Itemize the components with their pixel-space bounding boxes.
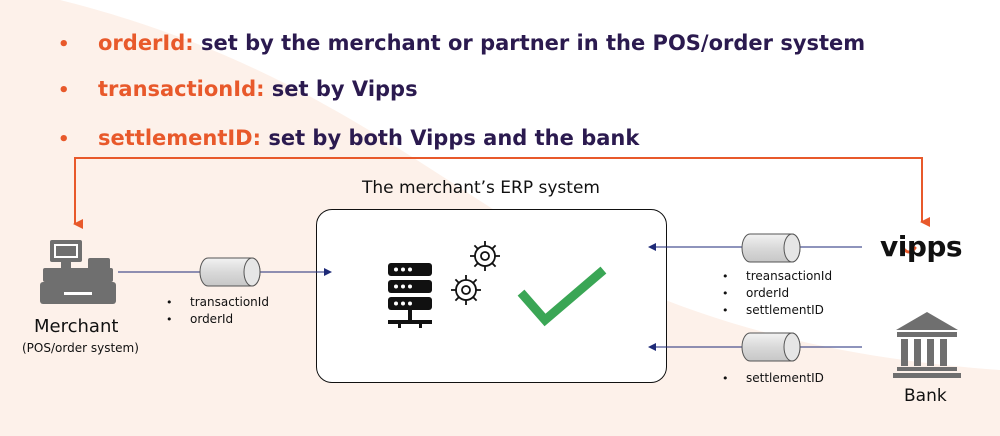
orange-connector-arrow [73,157,930,229]
merchant-label: Merchant [34,316,119,337]
check-mark-icon [517,266,607,327]
bullet-dot: • [58,129,70,150]
bullet-transactionid: • transactionId: set by Vipps [58,77,418,101]
list-item: orderId [722,285,832,302]
list-item: orderId [166,311,269,328]
bullet-orderid: • orderId: set by the merchant or partner… [58,31,865,55]
erp-title: The merchant’s ERP system [362,178,600,198]
bullet-key: settlementID: [98,126,262,150]
vipps-logo-smile [901,246,917,254]
list-item: settlementID [722,370,824,387]
bullet-dot: • [58,80,70,101]
list-item: treansactionId [722,268,832,285]
vipps-logo: vipps [880,230,963,263]
vipps-id-list: treansactionId orderId settlementID [722,268,832,319]
bank-id-list: settlementID [722,370,824,387]
bullet-text: set by Vipps [264,77,418,101]
bank-building-icon [893,312,961,378]
merchant-sublabel: (POS/order system) [22,341,139,355]
bank-data-cylinder-icon [741,332,801,362]
bullet-text: set by both Vipps and the bank [261,126,640,150]
erp-system-box [316,209,667,383]
bullet-text: set by the merchant or partner in the PO… [193,31,866,55]
bank-label: Bank [904,386,947,406]
server-rack-icon [388,263,432,328]
bullet-dot: • [58,34,70,55]
vipps-data-cylinder-icon [741,233,801,263]
list-item: transactionId [166,294,269,311]
gears-icon [451,241,500,305]
bullet-settlementid: • settlementID: set by both Vipps and the… [58,126,639,150]
cash-register-icon [40,240,116,304]
merchant-id-list: transactionId orderId [166,294,269,328]
bullet-key: orderId: [98,31,194,55]
bullet-key: transactionId: [98,77,265,101]
list-item: settlementID [722,302,832,319]
merchant-data-cylinder-icon [199,257,261,287]
